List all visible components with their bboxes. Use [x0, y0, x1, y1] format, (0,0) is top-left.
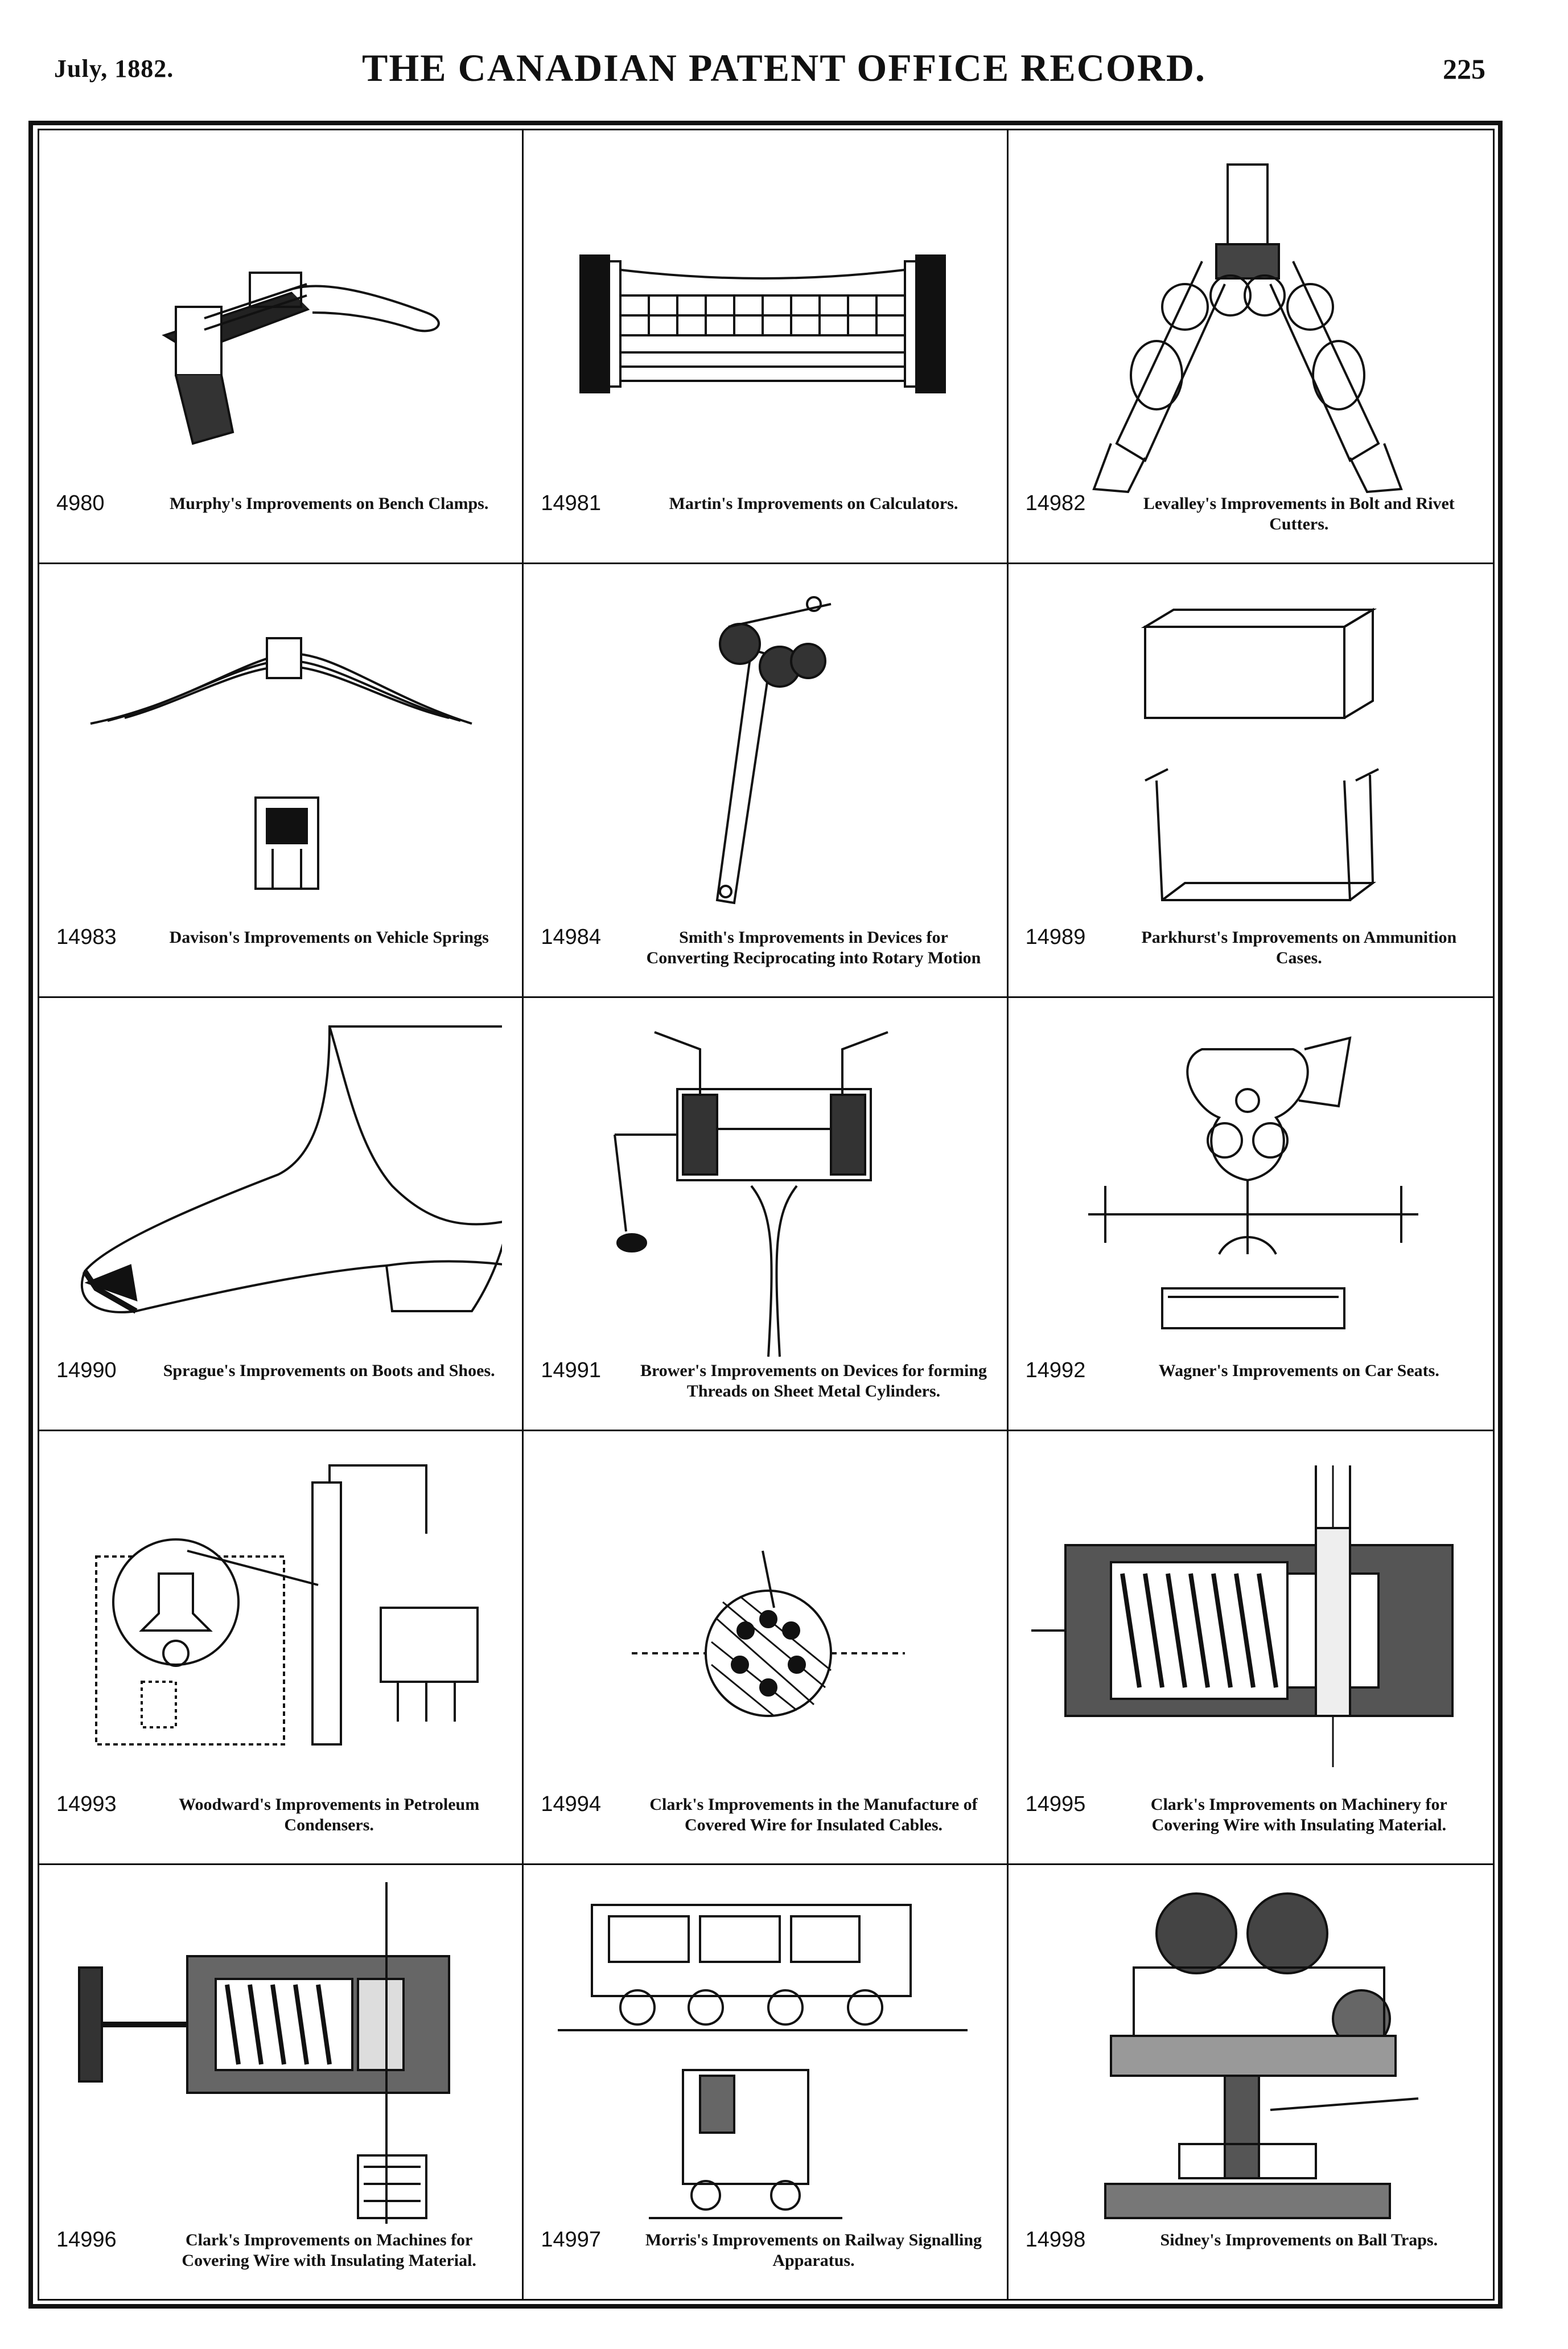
- patent-caption: 14983 Davison's Improvements on Vehicle …: [56, 925, 505, 982]
- patent-caption: 14995 Clark's Improvements on Machinery …: [1026, 1792, 1476, 1849]
- patent-number: 14991: [541, 1358, 601, 1383]
- patent-number: 14984: [541, 925, 601, 949]
- patent-cell: 4980 Murphy's Improvements on Bench Clam…: [39, 130, 524, 564]
- patent-title: Brower's Improvements on Devices for for…: [640, 1361, 987, 1401]
- patent-caption: 4980 Murphy's Improvements on Bench Clam…: [56, 491, 505, 548]
- railway-signal-drawing: [546, 1882, 986, 2229]
- patent-title: Morris's Improvements on Railway Signall…: [645, 2230, 982, 2270]
- ammunition-case-drawing: [1031, 581, 1471, 929]
- bolt-cutter-drawing: [1031, 147, 1471, 495]
- boot-drawing: [62, 1015, 513, 1362]
- patent-number: 14990: [56, 1358, 117, 1383]
- patent-cell: 14991 Brower's Improvements on Devices f…: [524, 997, 1009, 1432]
- patent-grid: 4980 Murphy's Improvements on Bench Clam…: [38, 129, 1495, 2301]
- patent-caption: 14992 Wagner's Improvements on Car Seats…: [1026, 1358, 1476, 1415]
- patent-cell: 14993 Woodward's Improvements in Petrole…: [39, 1431, 524, 1866]
- patent-cell: 14982 Levalley's Improvements in Bolt an…: [1008, 130, 1493, 564]
- vehicle-spring-drawing: [62, 581, 502, 929]
- patent-title: Levalley's Improvements in Bolt and Rive…: [1143, 494, 1455, 533]
- petroleum-condenser-drawing: [62, 1448, 502, 1796]
- patent-title: Clark's Improvements in the Manufacture …: [649, 1795, 978, 1835]
- patent-number: 14997: [541, 2227, 601, 2252]
- patent-title: Sidney's Improvements on Ball Traps.: [1160, 2230, 1438, 2249]
- patent-cell: 14997 Morris's Improvements on Railway S…: [524, 1865, 1009, 2299]
- patent-cell: 14989 Parkhurst's Improvements on Ammuni…: [1008, 564, 1493, 998]
- patent-caption: 14982 Levalley's Improvements in Bolt an…: [1026, 491, 1476, 548]
- patent-number: 14989: [1025, 925, 1086, 949]
- ball-trap-drawing: [1031, 1882, 1471, 2229]
- patent-cell: 14998 Sidney's Improvements on Ball Trap…: [1009, 1865, 1493, 2299]
- wire-covering-machine-2-drawing: [62, 1882, 502, 2229]
- patent-number: 14994: [541, 1792, 601, 1817]
- page-header: July, 1882. THE CANADIAN PATENT OFFICE R…: [0, 0, 1568, 114]
- patent-title: Woodward's Improvements in Petroleum Con…: [179, 1795, 480, 1835]
- patent-number: 14993: [56, 1792, 117, 1817]
- calculator-drawing: [546, 147, 986, 495]
- patent-caption: 14997 Morris's Improvements on Railway S…: [541, 2228, 989, 2285]
- patent-cell: 14984 Smith's Improvements in Devices fo…: [524, 564, 1009, 998]
- patent-cell: 14990 Sprague's Improvements on Boots an…: [39, 997, 524, 1432]
- car-seat-drawing: [1031, 1015, 1471, 1362]
- patent-title: Wagner's Improvements on Car Seats.: [1158, 1361, 1439, 1381]
- patent-caption: 14998 Sidney's Improvements on Ball Trap…: [1026, 2228, 1476, 2285]
- patent-title: Martin's Improvements on Calculators.: [669, 494, 958, 513]
- patent-cell: 14994 Clark's Improvements in the Manufa…: [524, 1431, 1009, 1866]
- thread-forming-drawing: [546, 1015, 986, 1362]
- patent-cell: 14996 Clark's Improvements on Machines f…: [39, 1865, 524, 2299]
- patent-title: Murphy's Improvements on Bench Clamps.: [169, 494, 489, 513]
- patent-caption: 14996 Clark's Improvements on Machines f…: [56, 2228, 505, 2285]
- patent-title: Clark's Improvements on Machines for Cov…: [182, 2230, 476, 2270]
- patent-caption: 14993 Woodward's Improvements in Petrole…: [56, 1792, 505, 1849]
- patent-number: 14995: [1025, 1792, 1086, 1817]
- publication-title: THE CANADIAN PATENT OFFICE RECORD.: [362, 46, 1206, 89]
- patent-cell: 14995 Clark's Improvements on Machinery …: [1008, 1431, 1493, 1866]
- issue-date: July, 1882.: [54, 55, 174, 83]
- patent-number: 14983: [56, 925, 117, 949]
- patent-number: 14981: [541, 491, 601, 515]
- patent-cell: 14981 Martin's Improvements on Calculato…: [524, 130, 1009, 564]
- patent-caption: 14981 Martin's Improvements on Calculato…: [541, 491, 989, 548]
- patent-number: 14982: [1025, 491, 1086, 515]
- patent-number: 14998: [1025, 2227, 1086, 2252]
- patent-number: 4980: [56, 491, 105, 515]
- covered-wire-drawing: [546, 1448, 986, 1796]
- patent-cell: 14983 Davison's Improvements on Vehicle …: [39, 564, 524, 998]
- bench-clamp-drawing: [62, 147, 502, 495]
- patent-caption: 14989 Parkhurst's Improvements on Ammuni…: [1026, 925, 1476, 982]
- outer-frame: [28, 121, 1503, 2309]
- patent-caption: 14990 Sprague's Improvements on Boots an…: [56, 1358, 505, 1415]
- patent-caption: 14984 Smith's Improvements in Devices fo…: [541, 925, 989, 982]
- patent-title: Parkhurst's Improvements on Ammunition C…: [1141, 927, 1457, 967]
- patent-title: Smith's Improvements in Devices for Conv…: [646, 927, 981, 967]
- page-number: 225: [1443, 53, 1485, 85]
- patent-number: 14996: [56, 2227, 117, 2252]
- wire-covering-machine-drawing: [1031, 1448, 1471, 1796]
- patent-caption: 14994 Clark's Improvements in the Manufa…: [541, 1792, 989, 1849]
- patent-title: Davison's Improvements on Vehicle Spring…: [169, 927, 489, 947]
- patent-caption: 14991 Brower's Improvements on Devices f…: [541, 1358, 989, 1415]
- rotary-motion-drawing: [546, 581, 986, 929]
- patent-number: 14992: [1025, 1358, 1086, 1383]
- patent-cell: 14992 Wagner's Improvements on Car Seats…: [1008, 998, 1493, 1432]
- patent-title: Clark's Improvements on Machinery for Co…: [1150, 1795, 1447, 1835]
- patent-title: Sprague's Improvements on Boots and Shoe…: [163, 1361, 495, 1381]
